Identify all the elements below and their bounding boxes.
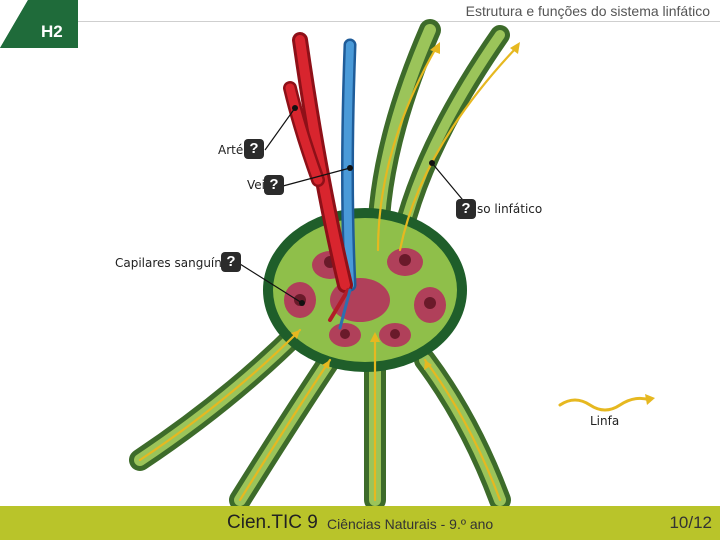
label-vaso-linfatico: so linfático [477,202,543,216]
footer-bar: Cien.TIC 9 Ciências Naturais - 9.º ano 1… [0,506,720,540]
lymph-flow-arrowheads [291,42,520,370]
hint-marker-vaso-linfatico[interactable]: ? [456,199,476,219]
header-rule [78,21,720,22]
section-badge-label: H2 [41,22,63,41]
footer-brand: Cien.TIC 9 [227,512,318,533]
footer-subtitle: Ciências Naturais - 9.º ano [327,516,494,532]
hint-marker-veia[interactable]: ? [264,175,284,195]
leader-lines [239,107,468,304]
legend-label-linfa: Linfa [590,414,620,428]
section-badge [0,0,78,48]
lymph-node-diagram [129,19,655,506]
label-veia: Vei [247,178,265,192]
lymph-flow-arrows [138,46,518,502]
label-capilares-sanguineos: Capilares sanguíne [115,256,230,270]
leader-dots [292,105,435,306]
lymph-legend-wave [558,396,652,412]
blood-vessels [283,32,357,330]
page-number: 10/12 [669,513,712,532]
page-title: Estrutura e funções do sistema linfático [465,3,710,19]
lymph-node-body [263,208,467,372]
label-arteria: Arté [218,143,244,157]
hint-marker-capilares[interactable]: ? [221,252,241,272]
hint-marker-arteria[interactable]: ? [244,139,264,159]
lymph-legend-arrowhead [645,394,655,405]
